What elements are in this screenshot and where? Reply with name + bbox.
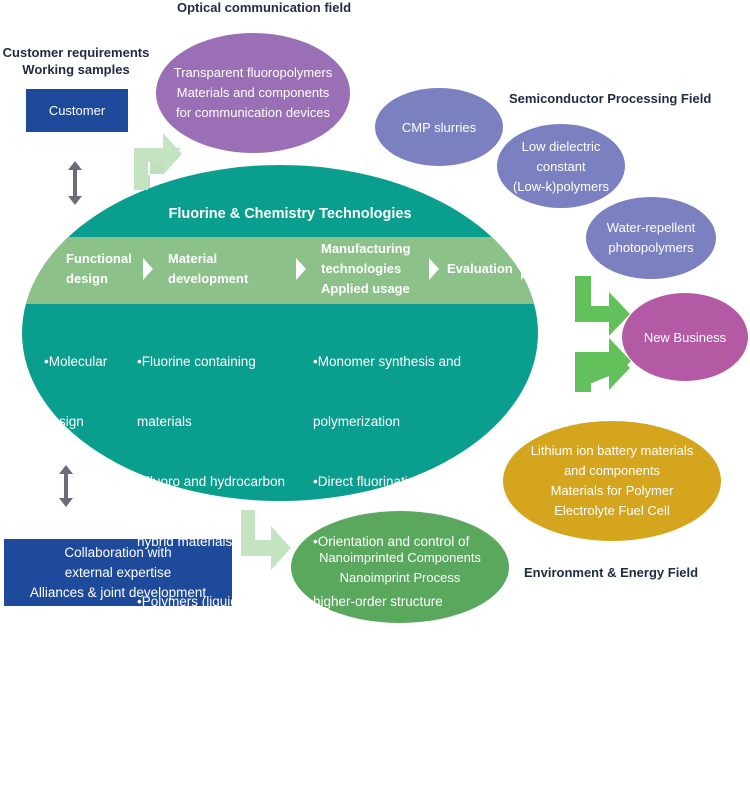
col2-line-5: •Polymers (liquid crystals, xyxy=(137,594,292,609)
collaboration-line-1: Collaboration with xyxy=(64,544,172,560)
step-material-development: Material development xyxy=(168,249,248,289)
col3-line-5: higher-order structure xyxy=(313,594,443,609)
lowk-line-1: Low dielectric xyxy=(521,139,601,154)
bullets-manufacturing: •Monomer synthesis and polymerization •D… xyxy=(313,312,469,692)
lowk-bubble xyxy=(497,124,625,208)
col2-line-4: hybrid materials xyxy=(137,534,233,549)
lowk-text: Low dielectric constant (Low-k)polymers xyxy=(500,136,622,198)
water-line-2: photopolymers xyxy=(608,240,694,255)
col3-line-3: •Direct fluorination xyxy=(313,474,423,489)
cmp-label: CMP slurries xyxy=(401,119,477,135)
lithium-line-4: Electrolyte Fuel Cell xyxy=(554,503,670,518)
semiconductor-field-label: Semiconductor Processing Field xyxy=(509,91,712,106)
bullets-functional-design: •Molecular design xyxy=(44,312,107,452)
col1-line-1: •Molecular xyxy=(44,354,108,369)
optical-field-label: Optical communication field xyxy=(177,0,352,15)
step-chevron-1 xyxy=(143,258,153,280)
step-chevron-3 xyxy=(429,258,439,280)
cmp-text: CMP slurries xyxy=(379,116,499,138)
nano-text: Nanoimprinted Components Nanoimprint Pro… xyxy=(296,547,504,589)
water-line-1: Water-repellent xyxy=(606,220,696,235)
bullets-material-development: •Fluorine containing materials •Fluoro a… xyxy=(137,312,291,812)
optical-line-3: for communication devices xyxy=(176,105,330,120)
col3-line-6: •Glass integration xyxy=(313,654,420,669)
optical-bubble xyxy=(156,33,350,153)
customer-double-arrow xyxy=(68,161,82,205)
col2-line-1: •Fluorine containing xyxy=(137,354,256,369)
cmp-bubble xyxy=(375,88,503,166)
col3-line-4: •Orientation and control of xyxy=(313,534,470,549)
nano-line-1: Nanoimprinted Components xyxy=(319,550,481,565)
customer-requirements-label: Customer requirements Working samples xyxy=(0,44,152,78)
new-business-bubble xyxy=(622,293,748,381)
environment-field-label: Environment & Energy Field xyxy=(524,565,699,580)
step-3-line-1: Manufacturing xyxy=(321,241,411,256)
customer-box: Customer xyxy=(26,89,128,132)
process-band xyxy=(22,237,538,304)
nano-bubble xyxy=(291,511,509,623)
lowk-line-2: constant xyxy=(536,159,586,174)
lithium-line-3: Materials for Polymer xyxy=(550,483,674,498)
step-4-line-1: Evaluation xyxy=(447,261,513,276)
col2-line-3: •Fluoro and hydrocarbon xyxy=(137,474,286,489)
col2-line-6: urethane materials) xyxy=(137,654,254,669)
lithium-text: Lithium ion battery materials and compon… xyxy=(506,440,718,522)
optical-text: Transparent fluoropolymers Materials and… xyxy=(160,60,346,126)
step-1-line-2: design xyxy=(66,271,108,286)
customer-requirements-line-2: Working samples xyxy=(22,62,130,77)
water-text: Water-repellent photopolymers xyxy=(590,217,712,259)
arrow-to-new-business-top xyxy=(575,276,630,336)
step-chevron-2 xyxy=(296,258,306,280)
water-bubble xyxy=(586,197,716,279)
step-1-line-1: Functional xyxy=(66,251,132,266)
step-3-line-2: technologies xyxy=(321,261,402,276)
col2-line-8: dispersed materials xyxy=(137,774,255,789)
arrow-to-nano xyxy=(241,510,291,570)
diagram-graphics xyxy=(4,33,748,623)
col2-line-7: •Nanoparticles and its xyxy=(137,714,268,729)
collaboration-box: Collaboration with external expertise Al… xyxy=(4,539,232,606)
collaboration-box-bg xyxy=(4,539,232,606)
lithium-line-1: Lithium ion battery materials xyxy=(530,443,694,458)
customer-box-label: Customer xyxy=(48,103,106,118)
col3-line-2: polymerization xyxy=(313,414,401,429)
new-business-text: New Business xyxy=(625,326,745,348)
nano-line-2: Nanoimprint Process xyxy=(339,570,461,585)
core-title: Fluorine & Chemistry Technologies xyxy=(168,206,412,222)
step-3-line-3: Applied usage xyxy=(321,281,410,296)
arrow-to-optical-stem xyxy=(134,133,182,190)
col2-line-2: materials xyxy=(137,414,192,429)
lithium-line-2: and components xyxy=(563,463,661,478)
col3-line-1: •Monomer synthesis and xyxy=(313,354,462,369)
collaboration-double-arrow xyxy=(59,465,73,507)
lowk-line-3: (Low-k)polymers xyxy=(512,179,610,194)
collaboration-line-2: external expertise xyxy=(64,564,172,580)
step-functional-design: Functional design xyxy=(66,249,132,289)
customer-box-bg xyxy=(26,89,128,132)
collaboration-line-3: Alliances & joint development xyxy=(29,584,207,600)
step-manufacturing: Manufacturing technologies Applied usage xyxy=(321,239,411,299)
optical-line-1: Transparent fluoropolymers xyxy=(173,65,333,80)
customer-requirements-line-1: Customer requirements xyxy=(2,45,150,60)
new-business-label: New Business xyxy=(643,329,727,345)
arrow-to-new-business-bottom-stem xyxy=(575,338,631,392)
optical-line-2: Materials and components xyxy=(176,85,330,100)
step-chevron-4 xyxy=(521,258,531,280)
step-2-line-2: development xyxy=(168,271,249,286)
step-2-line-1: Material xyxy=(168,251,218,266)
col1-line-2: design xyxy=(44,414,84,429)
step-evaluation: Evaluation xyxy=(447,259,513,279)
lithium-bubble xyxy=(503,421,721,541)
